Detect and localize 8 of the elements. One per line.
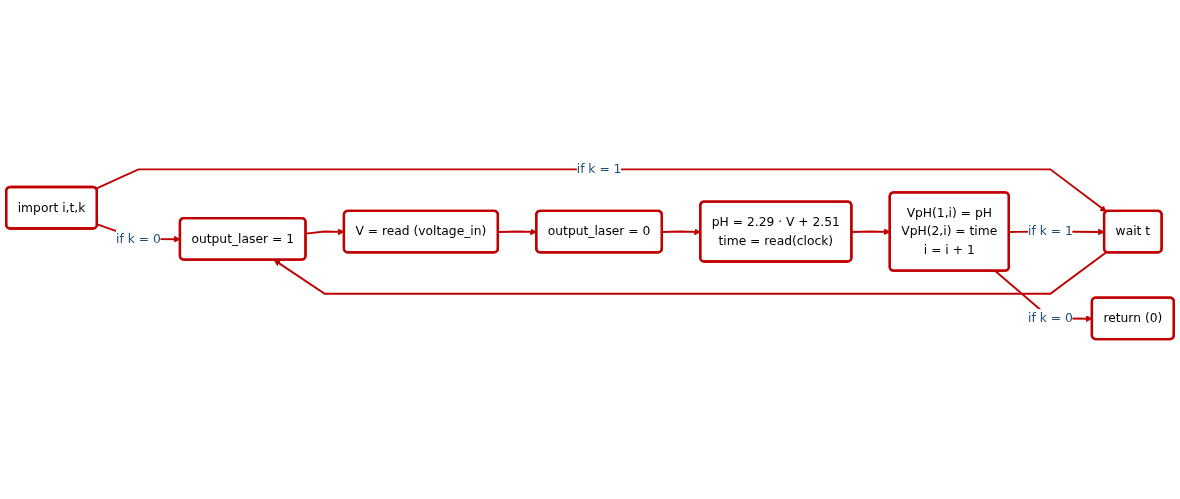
edge-label: if k = 0 (1028, 310, 1073, 326)
arrow (273, 251, 1108, 295)
arrow (95, 168, 1107, 212)
edge-label: if k = 0 (116, 231, 161, 246)
arrow (497, 228, 537, 236)
arrow (661, 228, 701, 236)
edge-label: if k = 1 (576, 161, 622, 177)
edge-label: if k = 1 (1028, 223, 1073, 239)
